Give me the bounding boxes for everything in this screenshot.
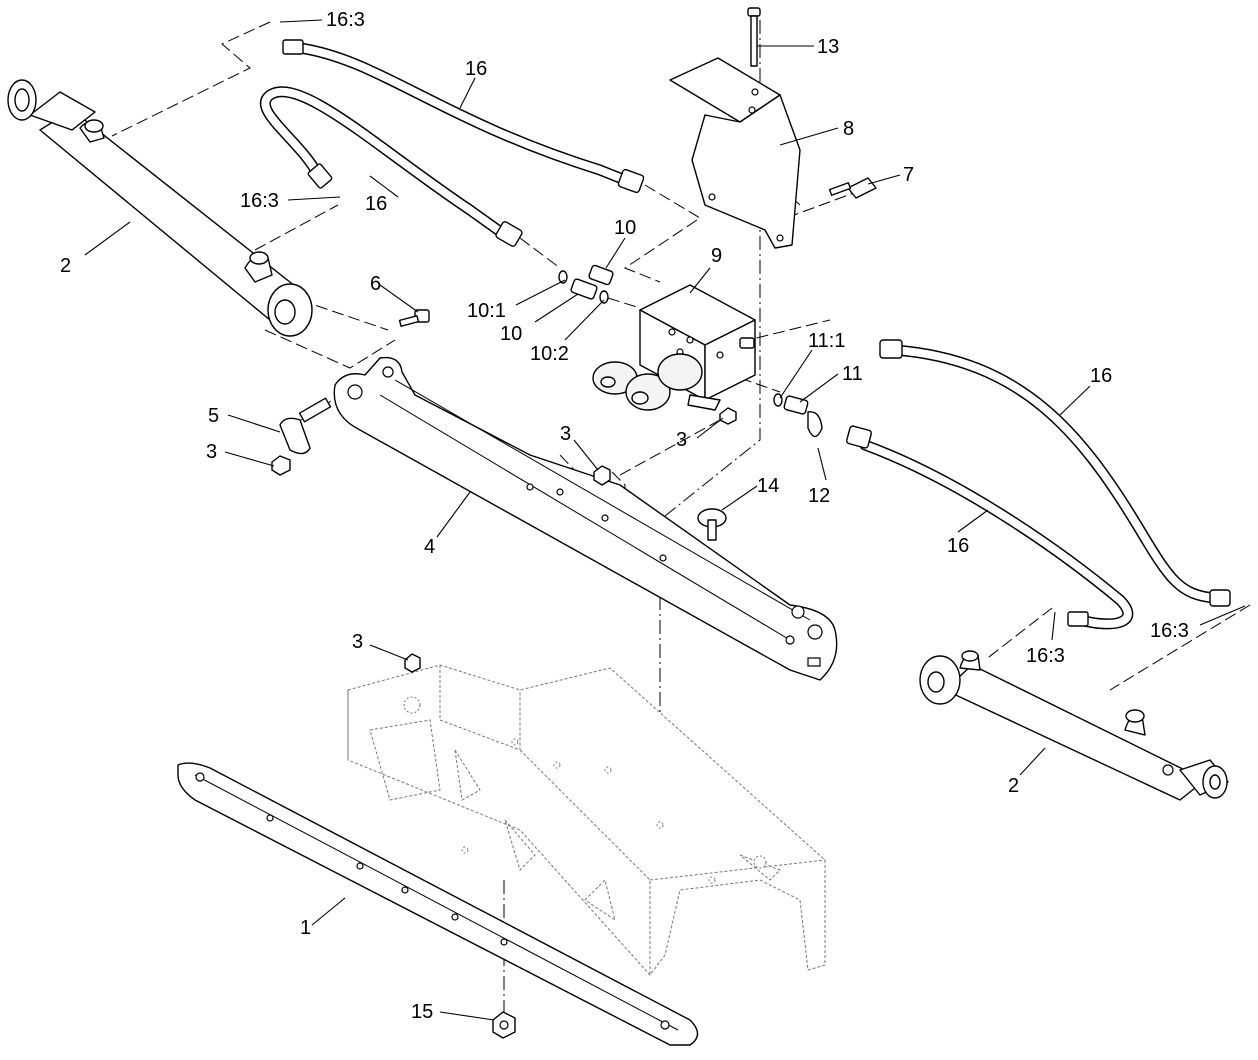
callout-5: 5 [208, 405, 219, 427]
callout-2: 2 [60, 255, 71, 277]
callout-10: 10 [614, 217, 636, 239]
callout-16-3: 16:3 [240, 190, 279, 212]
hydraulic-hoses [259, 39, 1231, 630]
callout-13: 13 [817, 36, 839, 58]
part-15-nut [492, 1011, 516, 1039]
callout-16-3: 16:3 [1150, 620, 1189, 642]
part-4-pivot-arm [333, 356, 838, 681]
callout-labels: 16:3 13 16 8 7 16:3 16 2 10 9 6 10:1 10 … [60, 9, 1189, 1023]
callout-8: 8 [843, 118, 854, 140]
callout-10: 10 [500, 323, 522, 345]
callout-16: 16 [947, 535, 969, 557]
callout-3: 3 [676, 429, 687, 451]
callout-3: 3 [352, 631, 363, 653]
part-6-bolt [398, 309, 430, 327]
callout-16-3: 16:3 [326, 9, 365, 31]
callout-7: 7 [903, 164, 914, 186]
part-2-hydraulic-cylinder-right [919, 650, 1229, 801]
callout-2: 2 [1008, 775, 1019, 797]
part-13-bolt [747, 7, 761, 67]
frame-reference-ghost [347, 664, 826, 976]
part-2-hydraulic-cylinder-left [7, 79, 313, 337]
callout-3: 3 [206, 441, 217, 463]
callout-16: 16 [465, 58, 487, 80]
callout-3: 3 [560, 423, 571, 445]
part-14-plug [697, 508, 727, 541]
callout-16: 16 [365, 193, 387, 215]
callout-16: 16 [1090, 365, 1112, 387]
part-1-bottom-bar [177, 762, 699, 1046]
part-7-bolt [828, 177, 877, 199]
callout-10-2: 10:2 [530, 343, 569, 365]
part-5-pin [279, 397, 332, 455]
callout-15: 15 [411, 1001, 433, 1023]
callout-9: 9 [711, 245, 722, 267]
callout-1: 1 [300, 917, 311, 939]
part-8-valve-bracket [669, 57, 801, 249]
leader-lines [84, 19, 1246, 1021]
callout-12: 12 [808, 485, 830, 507]
callout-11: 11 [842, 363, 863, 385]
callout-4: 4 [424, 536, 435, 558]
part-9-control-valve [592, 284, 756, 411]
callout-16-3: 16:3 [1026, 645, 1065, 667]
callout-6: 6 [370, 273, 381, 295]
callout-10-1: 10:1 [467, 300, 506, 322]
callout-14: 14 [757, 475, 779, 497]
callout-11-1: 11:1 [808, 330, 845, 352]
